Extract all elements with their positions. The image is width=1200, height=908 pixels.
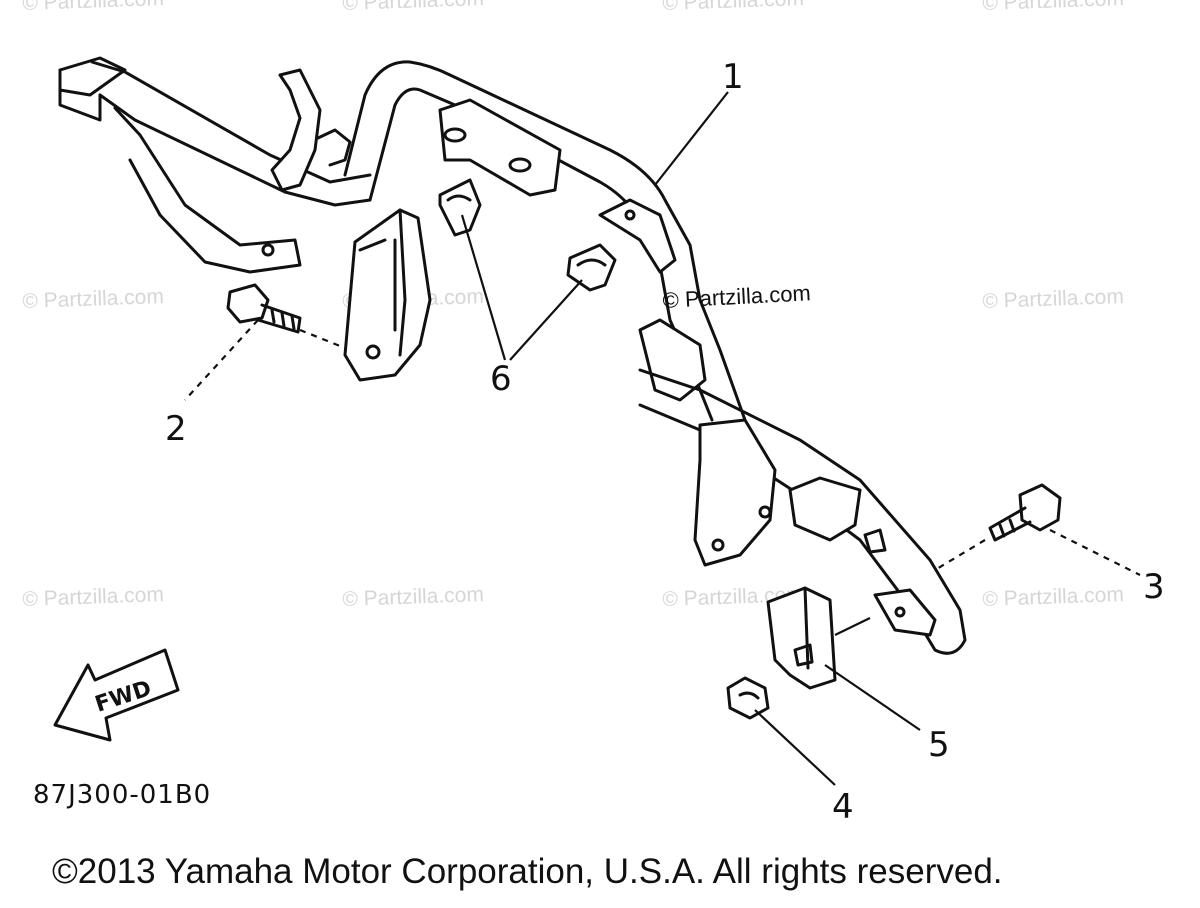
forward-arrow-icon: FWD [53, 648, 180, 742]
callout-1: 1 [722, 57, 744, 97]
clamp-upper [438, 178, 482, 237]
leader-1 [654, 91, 729, 186]
callout-3: 3 [1143, 567, 1165, 607]
left-arm [58, 56, 372, 274]
callout-2: 2 [165, 409, 187, 449]
leader-3 [1049, 529, 1141, 576]
leader-5 [824, 664, 921, 731]
plate-5 [766, 586, 837, 690]
leader-4 [754, 709, 836, 786]
clamp-lower [566, 243, 617, 292]
bolt-3 [988, 483, 1062, 542]
leader-6b [509, 279, 583, 361]
main-bracket-bar [343, 60, 747, 422]
left-mount-plate [343, 208, 432, 382]
part-code: 87J300-01B0 [33, 780, 212, 810]
callout-4: 4 [832, 787, 854, 827]
bolt-2 [226, 283, 302, 334]
callout-6: 6 [490, 359, 512, 399]
right-arm [638, 318, 967, 655]
copyright-notice: ©2013 Yamaha Motor Corporation, U.S.A. A… [52, 852, 1003, 891]
callout-5: 5 [928, 725, 950, 765]
leader-2 [184, 319, 259, 401]
leader-6a [460, 214, 507, 361]
nut-4 [726, 676, 770, 720]
